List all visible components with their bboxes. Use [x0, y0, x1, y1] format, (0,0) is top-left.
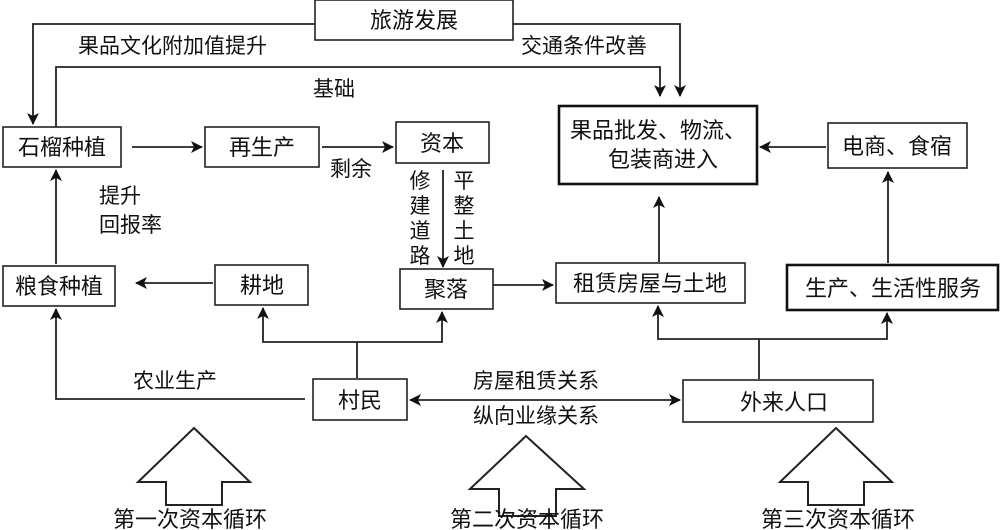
label-value-added: 果品文化附加值提升: [78, 34, 267, 58]
node-tourism: 旅游发展: [314, 0, 514, 41]
big-up-arrow-3: [777, 426, 895, 506]
node-rental-label: 租赁房屋与土地: [573, 272, 727, 297]
node-farmland-label: 耕地: [240, 274, 284, 299]
node-tourism-label: 旅游发展: [370, 9, 458, 34]
label-basis: 基础: [313, 77, 355, 101]
label-raise-return: 提升 回报率: [99, 184, 162, 237]
node-fruit-market-line2: 包装商进入: [608, 148, 718, 173]
edge-villagers-to-farmland: [257, 307, 357, 343]
node-services: 生产、生活性服务: [785, 263, 1000, 312]
node-pomegranate: 石榴种植: [2, 126, 122, 168]
big-up-arrow-2: [467, 434, 587, 517]
label-level-land: 平 整 土 地: [454, 169, 475, 268]
label-level-land-char: 整: [454, 194, 475, 218]
label-level-land-char: 平: [454, 169, 475, 193]
node-migrants-label: 外来人口: [740, 391, 828, 416]
label-raise-return-line2: 回报率: [99, 213, 162, 237]
node-capital: 资本: [395, 121, 490, 164]
cycle-label-3: 第三次资本循环: [761, 508, 915, 530]
edge-migrants-to-rental: [652, 305, 759, 340]
node-villagers-label: 村民: [338, 389, 382, 414]
label-level-land-char: 土: [454, 219, 475, 243]
node-grain: 粮食种植: [2, 265, 116, 307]
node-farmland: 耕地: [214, 264, 309, 306]
edge-villagers-to-settlement: [357, 311, 448, 343]
node-settlement: 聚落: [399, 268, 494, 310]
node-rental: 租赁房屋与土地: [555, 262, 746, 304]
label-transport: 交通条件改善: [521, 34, 647, 58]
label-surplus: 剩余: [330, 157, 372, 181]
edge-tourism-to-pomegranate: [27, 23, 315, 125]
node-grain-label: 粮食种植: [15, 275, 103, 300]
node-fruit-market-line1: 果品批发、物流、: [570, 119, 746, 144]
edge-migrants-to-services: [759, 312, 893, 340]
cycle-label-2: 第二次资本循环: [450, 508, 604, 530]
cycle-label-1: 第一次资本循环: [113, 508, 267, 530]
label-housing-rental: 房屋租赁关系: [473, 369, 599, 393]
label-raise-return-line1: 提升: [99, 184, 141, 208]
node-fruit-market: 果品批发、物流、 包装商进入: [557, 104, 759, 186]
label-vertical-business: 纵向业缘关系: [473, 404, 599, 428]
label-build-roads-char: 路: [410, 244, 431, 268]
node-capital-label: 资本: [420, 132, 464, 157]
label-build-roads-char: 道: [410, 219, 431, 243]
label-level-land-char: 地: [454, 244, 475, 268]
node-ecommerce: 电商、食宿: [827, 122, 968, 169]
node-settlement-label: 聚落: [424, 278, 468, 303]
label-build-roads: 修 建 道 路: [410, 169, 431, 268]
edge-basis-pomegranate-to-fruit-market: [55, 66, 666, 127]
big-up-arrow-1: [135, 426, 253, 506]
label-build-roads-char: 建: [410, 194, 431, 218]
node-villagers: 村民: [312, 378, 408, 421]
label-agri-production: 农业生产: [133, 369, 217, 393]
label-build-roads-char: 修: [410, 169, 431, 193]
node-ecommerce-label: 电商、食宿: [842, 135, 952, 160]
node-pomegranate-label: 石榴种植: [18, 136, 106, 161]
node-reproduction: 再生产: [204, 126, 320, 168]
edge-villagers-to-grain: [50, 308, 305, 400]
node-reproduction-label: 再生产: [229, 136, 295, 161]
node-services-label: 生产、生活性服务: [805, 277, 981, 302]
node-migrants: 外来人口: [682, 379, 874, 423]
edge-tourism-to-fruit-market: [513, 23, 686, 97]
